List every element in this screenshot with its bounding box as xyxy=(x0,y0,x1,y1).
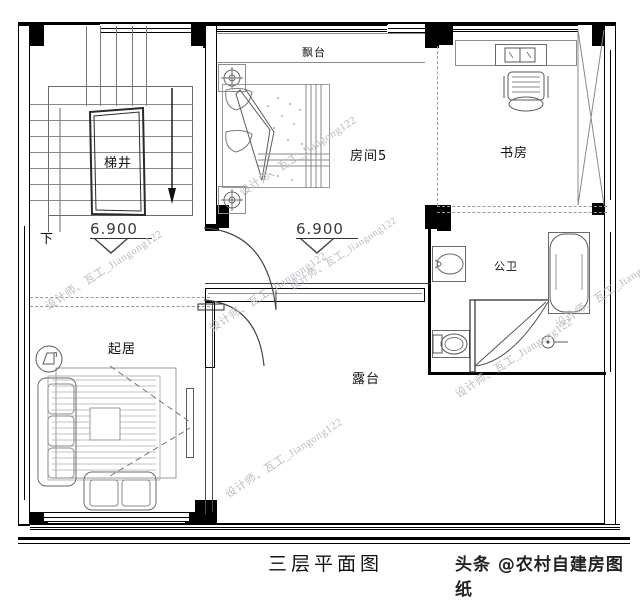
study-desk-top xyxy=(495,44,547,66)
window-top-stair xyxy=(100,23,212,33)
stair-stringer-left xyxy=(48,86,49,232)
window-top-mid xyxy=(388,23,450,33)
page-title: 三层平面图 xyxy=(268,553,384,575)
room-label-room5: 房间5 xyxy=(350,149,388,164)
tv-unit xyxy=(186,388,194,458)
bathroom-door xyxy=(469,299,549,373)
wall-living-right-line xyxy=(212,302,213,512)
stair-guide xyxy=(100,26,101,106)
room-label-stairwell: 梯井 xyxy=(104,156,133,171)
sink-counter xyxy=(432,246,466,282)
study-glass-panel xyxy=(577,29,605,206)
wall-bath-bottom xyxy=(428,372,606,375)
wall-top-outer xyxy=(18,22,616,25)
window-left-living xyxy=(18,300,30,500)
wall-hall-horizontal xyxy=(205,288,425,302)
room-label-study: 书房 xyxy=(500,146,529,161)
column-bottom-a-leg xyxy=(185,512,217,526)
study-boundary-bottom-2 xyxy=(437,212,607,213)
wall-center-upper xyxy=(205,25,217,225)
elevation-value-left: 6.900 xyxy=(90,220,138,238)
wall-bottom-band xyxy=(30,524,620,530)
nightstand-bottom xyxy=(218,186,246,214)
floor-lamp-icon xyxy=(35,345,63,373)
guide-dash-living-top-2 xyxy=(30,306,210,307)
bed-detail xyxy=(225,84,330,188)
guide-dash-living-top xyxy=(30,297,210,298)
window-bottom-living xyxy=(44,512,189,522)
stair-tread xyxy=(30,152,193,153)
credit-label: 头条 @农村自建房图纸 xyxy=(455,555,624,600)
sofa-three-seat xyxy=(37,377,77,487)
stair-guide xyxy=(132,26,133,106)
bathtub-icon xyxy=(549,233,589,313)
monitor-icon xyxy=(504,47,536,63)
room-label-bay: 飘台 xyxy=(302,46,326,59)
toilet-icon xyxy=(432,333,468,355)
elevation-marker-left: 6.900 xyxy=(90,222,152,254)
sink-icon xyxy=(434,253,464,275)
window-right-bath xyxy=(604,232,616,372)
wall-living-right-line2 xyxy=(205,368,206,514)
room-label-living: 起居 xyxy=(108,342,137,357)
stair-guide xyxy=(116,26,117,106)
window-top-study xyxy=(452,25,578,32)
stair-guide xyxy=(86,26,87,106)
column-top-b-leg xyxy=(425,22,439,48)
elevation-marker-right: 6.900 xyxy=(296,222,358,254)
stair-tread xyxy=(30,200,193,201)
stair-guide xyxy=(146,26,147,106)
stairwell-void xyxy=(59,88,176,232)
floor-plan-drawing: 梯井 下 飘台 xyxy=(18,22,640,600)
study-boundary-left xyxy=(437,46,438,206)
stair-tread xyxy=(30,136,193,137)
hall-wall-line xyxy=(208,293,422,294)
stair-tread xyxy=(30,104,193,105)
bathtub-outline xyxy=(548,232,590,314)
elevation-value-right: 6.900 xyxy=(296,220,344,238)
window-top-bay xyxy=(215,25,387,32)
column-mid-b-leg xyxy=(437,205,451,231)
stair-tread xyxy=(30,120,193,121)
bed xyxy=(222,84,330,188)
tv-sightlines xyxy=(109,365,191,477)
nightstand-top xyxy=(218,64,246,92)
room-label-terrace: 露台 xyxy=(352,372,381,387)
room-label-bathroom: 公卫 xyxy=(494,260,518,273)
study-boundary-bottom xyxy=(437,206,607,207)
wall-bath-left xyxy=(428,229,431,375)
office-chair-icon xyxy=(503,71,549,112)
bay-edge-line xyxy=(217,33,425,34)
floor-drain-icon xyxy=(541,335,568,349)
stair-direction-down-label: 下 xyxy=(40,232,55,247)
terrace-door xyxy=(203,299,265,367)
window-right-study xyxy=(604,50,616,200)
nightstand-lamp-icon xyxy=(221,189,243,211)
bay-inner-line xyxy=(217,62,425,63)
wall-living-right xyxy=(205,302,215,368)
nightstand-lamp-icon xyxy=(221,67,243,89)
stair-tread xyxy=(30,184,193,185)
sofa-loveseat xyxy=(83,471,157,511)
hall-top-line xyxy=(205,283,431,284)
main-door xyxy=(197,227,277,311)
stair-tread xyxy=(30,168,193,169)
window-left-stair xyxy=(18,226,30,300)
